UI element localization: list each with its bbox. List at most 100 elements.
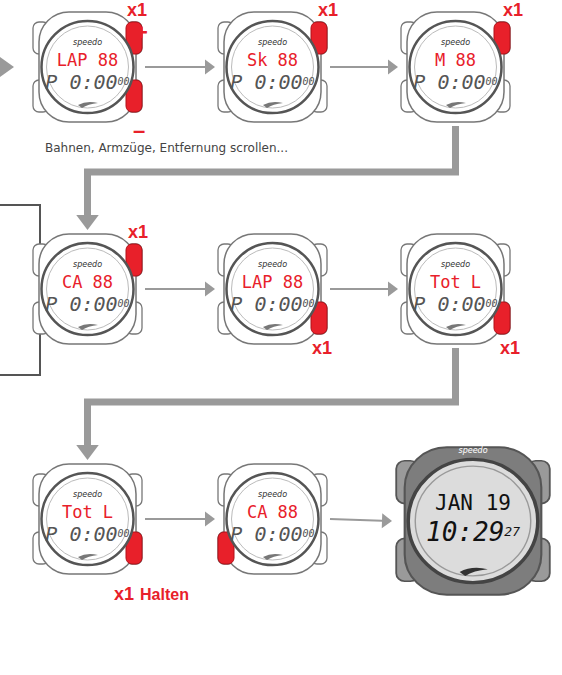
hold-note: Halten — [140, 586, 189, 604]
watch-bezel — [42, 243, 134, 335]
display-top-line: LAP 88 — [57, 50, 118, 70]
watch-display: speedo M 88P 0:0000 — [398, 8, 513, 126]
display-top-line: M 88 — [435, 50, 476, 70]
display-digits: P 0:00 — [45, 522, 117, 546]
arrow-line — [330, 288, 388, 290]
display-digits: P 0:00 — [45, 292, 117, 316]
press-count: x1 — [127, 0, 147, 21]
press-count: + — [135, 20, 148, 46]
incoming-arrow — [0, 57, 14, 77]
watch-body — [407, 234, 504, 344]
press-count: – — [133, 118, 145, 144]
brand-name: speedo — [73, 260, 102, 270]
press-count: x1 — [318, 0, 338, 21]
watch-screen: speedoCA 88P 0:0000 — [215, 460, 330, 578]
brand-name: speedo — [458, 446, 487, 456]
display-small-digits: 00 — [118, 528, 130, 539]
press-count: x1 — [128, 222, 148, 243]
flow-arrow — [145, 282, 215, 297]
watch-body — [39, 464, 136, 574]
display-small-digits: 00 — [303, 76, 315, 87]
watch-display: speedoLAP 88P 0:0000 — [30, 8, 145, 126]
watch-screen: speedoSk 88P 0:0000 — [215, 8, 330, 126]
watch-bezel — [42, 473, 134, 565]
brand-logo — [460, 568, 488, 576]
arrow-head — [76, 445, 99, 460]
display-top-line: Tot L — [430, 272, 481, 292]
brand-name: speedo — [258, 260, 287, 270]
watch-face — [47, 26, 129, 108]
display-digits: P 0:00 — [413, 292, 485, 316]
arrow-line — [88, 348, 456, 445]
press-count: x1 — [500, 338, 520, 359]
display-digits: P 0:00 — [230, 292, 302, 316]
display-top-line: CA 88 — [62, 272, 113, 292]
watch-bezel — [42, 21, 134, 113]
watch-face — [415, 466, 531, 576]
display-small-digits: 00 — [303, 298, 315, 309]
display-digits: 10:29 — [426, 517, 504, 547]
flow-arrow — [330, 60, 398, 75]
display-small-digits: 00 — [486, 298, 498, 309]
watch-display: speedoCA 88P 0:0000 — [215, 460, 330, 578]
arrow-line — [145, 288, 205, 290]
display-digits: P 0:00 — [230, 70, 302, 94]
display-bottom-line: P 0:0000 — [230, 292, 314, 318]
watch-face — [232, 26, 314, 108]
watch-body — [405, 447, 542, 594]
watch-screen: speedoLAP 88P 0:0000 — [215, 230, 330, 348]
flow-arrow — [145, 60, 215, 75]
brand-name: speedo — [258, 38, 287, 48]
watch-bezel — [410, 243, 502, 335]
watch-bezel — [408, 459, 538, 582]
brand-logo — [78, 324, 98, 330]
brand-name: speedo — [441, 38, 470, 48]
brand-logo — [446, 324, 466, 330]
brand-name: speedo — [441, 260, 470, 270]
display-small-digits: 00 — [118, 298, 130, 309]
watch-body — [39, 12, 136, 122]
flow-arrow — [76, 348, 455, 460]
arrow-head — [205, 60, 215, 75]
watch-screen: speedoJAN 1910:2927 — [392, 442, 554, 600]
arrow-line — [330, 519, 382, 521]
watch-display: speedoTot LP 0:0000 — [30, 460, 145, 578]
watch-bezel — [227, 21, 319, 113]
watch-screen: speedoLAP 88P 0:0000 — [30, 8, 145, 126]
instruction-note: Bahnen, Armzüge, Entfernung scrollen... — [45, 141, 288, 155]
arrow-head — [388, 282, 398, 297]
display-bottom-line: P 0:0000 — [45, 292, 129, 318]
brand-logo — [263, 554, 283, 560]
display-bottom-line: P 0:0000 — [413, 70, 497, 96]
display-bottom-line: P 0:0000 — [230, 70, 314, 96]
display-small-digits: 00 — [486, 76, 498, 87]
watch-screen: speedoTot LP 0:0000 — [30, 460, 145, 578]
watch-body — [224, 234, 321, 344]
watch-body — [407, 12, 504, 122]
side-panel — [0, 205, 40, 375]
watch-face — [415, 26, 497, 108]
brand-logo — [78, 554, 98, 560]
brand-name: speedo — [73, 490, 102, 500]
arrow-head — [205, 512, 215, 527]
display-bottom-line: P 0:0000 — [45, 70, 129, 96]
watch-display: speedo CA 88P 0:0000 — [30, 230, 145, 348]
press-count: x1 — [503, 0, 523, 21]
watch-face — [232, 248, 314, 330]
display-digits: P 0:00 — [45, 70, 117, 94]
watch-face — [415, 248, 497, 330]
display-digits: P 0:00 — [230, 522, 302, 546]
brand-name: speedo — [258, 490, 287, 500]
display-small-digits: 27 — [504, 524, 520, 539]
time-display-watch: speedoJAN 1910:2927 — [392, 442, 554, 600]
flow-arrow — [330, 513, 392, 528]
display-top-line: CA 88 — [247, 502, 298, 522]
watch-body — [224, 464, 321, 574]
arrow-line — [145, 518, 205, 520]
display-bottom-line: P 0:0000 — [45, 522, 129, 548]
watch-face — [47, 248, 129, 330]
arrow-head — [76, 215, 99, 230]
brand-logo — [263, 324, 283, 330]
watch-screen: speedoTot LP 0:0000 — [398, 230, 513, 348]
